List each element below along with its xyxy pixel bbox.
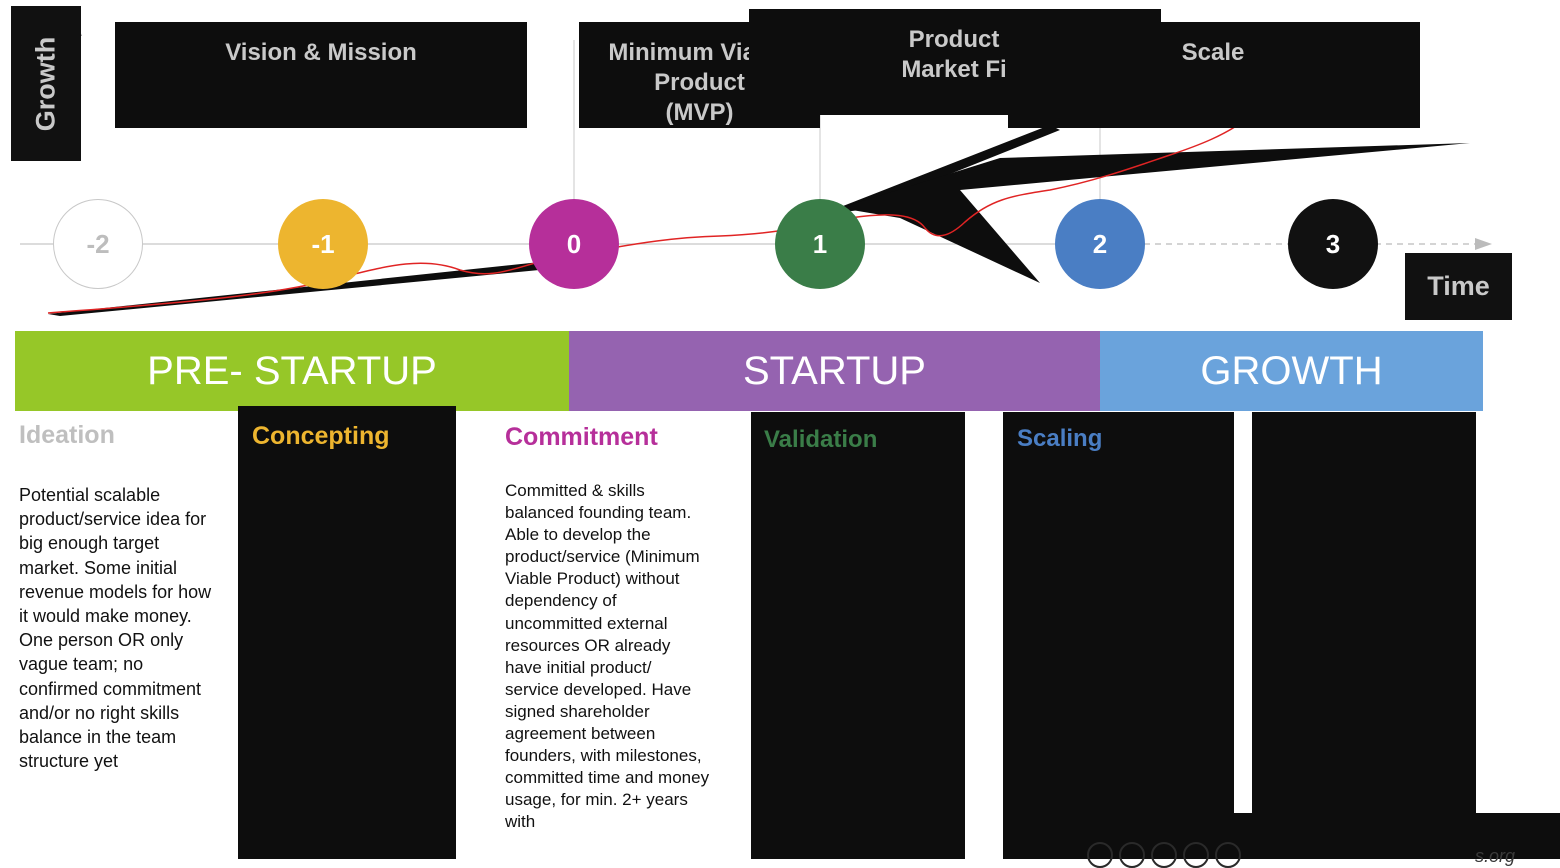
milestone-3: 3 (1288, 199, 1378, 289)
validation-title: Validation (764, 426, 878, 453)
commitment-title: Commitment (505, 423, 658, 451)
pmf-header-text: Product Market Fi (901, 26, 1007, 83)
growth-block (1252, 412, 1476, 859)
phase-pre-startup: PRE- STARTUP (15, 331, 569, 411)
ideation-text: Potential scalable product/service idea … (19, 485, 212, 772)
milestone-1: 1 (775, 199, 865, 289)
scale-header: Scale (1008, 22, 1420, 128)
phase-growth: GROWTH (1100, 331, 1483, 411)
social-icons (1087, 842, 1241, 868)
milestone-label: 3 (1325, 228, 1341, 259)
share-icon (1215, 842, 1241, 868)
milestone-0: 0 (529, 199, 619, 289)
vision-header-text: Vision & Mission (225, 39, 417, 66)
y-axis-label: Growth (11, 6, 81, 161)
milestone-label: 1 (812, 228, 828, 259)
nc-icon (1183, 842, 1209, 868)
growth-curve (47, 119, 1246, 314)
time-axis-arrow-icon (1475, 238, 1492, 250)
sa-icon (1151, 842, 1177, 868)
scaling-block (1003, 412, 1234, 859)
concepting-block (238, 406, 456, 859)
milestone-label: 2 (1092, 228, 1108, 259)
cc-icon (1087, 842, 1113, 868)
vision-header: Vision & Mission (115, 22, 527, 128)
milestone-minus-1: -1 (278, 199, 368, 289)
concepting-title: Concepting (252, 422, 390, 450)
y-axis-label-text: Growth (30, 36, 61, 132)
milestone-minus-2: -2 (53, 199, 143, 289)
phase-label: STARTUP (743, 348, 926, 393)
phase-label: GROWTH (1200, 348, 1383, 393)
scaling-title: Scaling (1017, 425, 1103, 452)
commitment-text: Committed & skills balanced founding tea… (505, 481, 710, 832)
milestone-label: -2 (86, 228, 110, 259)
by-icon (1119, 842, 1145, 868)
milestone-2: 2 (1055, 199, 1145, 289)
milestone-label: -1 (311, 228, 335, 259)
footer-url: s.org (1475, 846, 1516, 866)
validation-block (751, 412, 965, 859)
ideation-title: Ideation (19, 421, 115, 449)
scale-header-text: Scale (1181, 39, 1245, 66)
x-axis-label: Time (1405, 253, 1512, 320)
milestone-label: 0 (566, 228, 582, 259)
phase-label: PRE- STARTUP (147, 348, 437, 393)
phase-startup: STARTUP (569, 331, 1100, 411)
